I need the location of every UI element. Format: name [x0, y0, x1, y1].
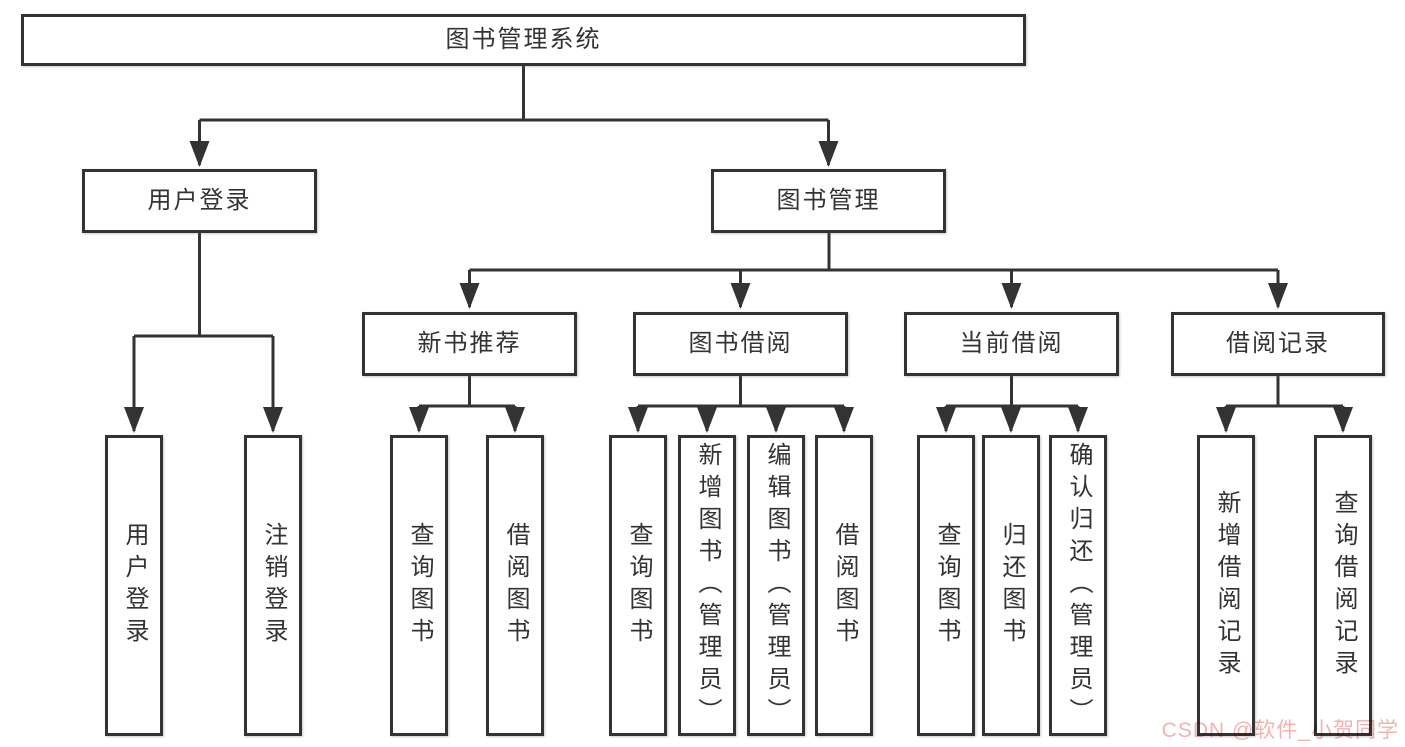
node-library-system: 图书管理系统 [21, 14, 1026, 66]
leaf-borrow-books: 借阅图书 [815, 435, 873, 736]
leaf-return-books: 归还图书 [982, 435, 1040, 736]
node-user-login: 用户登录 [82, 169, 317, 233]
node-borrow-records: 借阅记录 [1171, 312, 1385, 376]
node-book-borrow: 图书借阅 [633, 312, 848, 376]
node-current-borrow: 当前借阅 [904, 312, 1119, 376]
leaf-edit-books-admin: 编辑图书（管理员） [747, 435, 805, 736]
leaf-add-books-admin: 新增图书（管理员） [678, 435, 736, 736]
leaf-query-books-borrow: 查询图书 [609, 435, 667, 736]
leaf-user-login: 用户登录 [105, 435, 163, 736]
leaf-add-borrow-record: 新增借阅记录 [1197, 435, 1255, 736]
node-new-book-recommend: 新书推荐 [362, 312, 577, 376]
leaf-query-books-recommend: 查询图书 [390, 435, 448, 736]
watermark: CSDN @软件_小贺同学 [1161, 719, 1399, 742]
leaf-query-borrow-record: 查询借阅记录 [1314, 435, 1372, 736]
node-book-management: 图书管理 [711, 169, 946, 233]
leaf-query-books-current: 查询图书 [917, 435, 975, 736]
leaf-borrow-books-recommend: 借阅图书 [486, 435, 544, 736]
leaf-confirm-return-admin: 确认归还（管理员） [1049, 435, 1107, 736]
leaf-logout: 注销登录 [244, 435, 302, 736]
branch-bars [134, 66, 1343, 408]
